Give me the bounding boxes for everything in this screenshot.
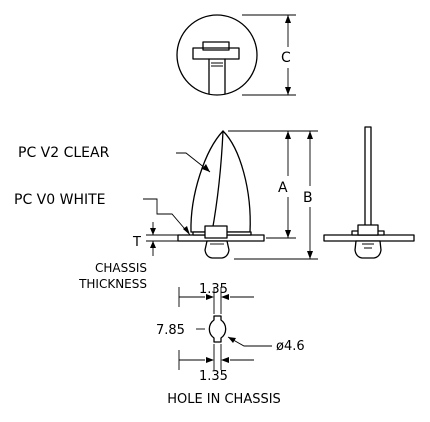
front-view bbox=[323, 126, 415, 259]
front-view-clip bbox=[354, 240, 382, 259]
hole-detail: 1.35 7.85 ø4.6 1.35 HOLE IN CHASSIS bbox=[156, 282, 305, 407]
callout-material-base: PC V0 WHITE bbox=[14, 192, 191, 236]
dimension-b-label: B bbox=[303, 190, 313, 206]
top-view-outline bbox=[176, 14, 258, 96]
hole-caption: HOLE IN CHASSIS bbox=[167, 392, 281, 407]
chassis-thickness-line1: CHASSIS bbox=[95, 261, 147, 275]
top-view-head bbox=[202, 41, 230, 51]
callout-material-top: PC V2 CLEAR bbox=[18, 145, 211, 173]
front-view-head bbox=[357, 224, 379, 236]
hole-height: 7.85 bbox=[156, 323, 185, 338]
hole-outline bbox=[208, 315, 227, 343]
hole-width-top: 1.35 bbox=[199, 282, 228, 297]
cone-edge bbox=[211, 130, 224, 233]
top-view-hatch bbox=[211, 62, 223, 67]
dimension-a-label: A bbox=[278, 180, 288, 196]
chassis-thickness-line2: THICKNESS bbox=[78, 277, 147, 291]
dimension-c-label: C bbox=[281, 50, 291, 66]
dimension-a: A bbox=[228, 130, 296, 239]
hole-width-bottom: 1.35 bbox=[199, 369, 228, 384]
dimension-b: B bbox=[234, 130, 318, 260]
top-view-stem bbox=[208, 58, 226, 95]
dimension-t-label: T bbox=[132, 235, 141, 250]
front-view-hatch bbox=[362, 243, 374, 249]
material-top-label: PC V2 CLEAR bbox=[18, 145, 110, 161]
front-view-base bbox=[323, 234, 415, 242]
top-view-flange bbox=[192, 47, 240, 60]
clip-head bbox=[204, 225, 228, 239]
material-base-label: PC V0 WHITE bbox=[14, 192, 106, 208]
dimension-t: T CHASSIS THICKNESS bbox=[78, 222, 178, 291]
side-view bbox=[177, 130, 265, 259]
front-view-fin bbox=[364, 126, 372, 235]
cone-body bbox=[190, 130, 251, 233]
top-view bbox=[176, 14, 258, 96]
clip-snap bbox=[204, 240, 230, 259]
hole-diameter: ø4.6 bbox=[276, 339, 305, 354]
dimension-c: C bbox=[242, 14, 296, 96]
